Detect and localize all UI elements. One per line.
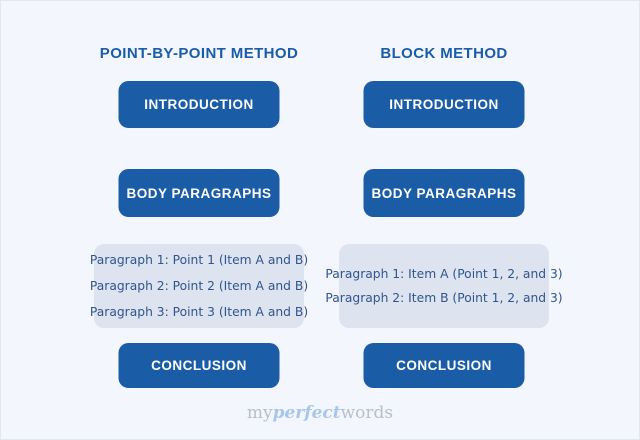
paragraph-panel-left: Paragraph 1: Point 1 (Item A and B) Para… bbox=[90, 244, 308, 328]
brand-watermark: myperfectwords bbox=[1, 403, 639, 423]
column-title-point-by-point: POINT-BY-POINT METHOD bbox=[99, 45, 299, 62]
paragraph-panel-right: Paragraph 1: Item A (Point 1, 2, and 3) … bbox=[325, 244, 563, 328]
watermark-words: words bbox=[340, 403, 394, 423]
introduction-box-left: INTRODUCTION bbox=[118, 81, 280, 128]
watermark-my: my bbox=[246, 403, 273, 423]
introduction-label-left: INTRODUCTION bbox=[144, 97, 254, 112]
paragraph-line: Paragraph 1: Item A (Point 1, 2, and 3) bbox=[325, 267, 563, 281]
body-paragraphs-label-right: BODY PARAGRAPHS bbox=[371, 185, 517, 201]
paragraph-line: Paragraph 1: Point 1 (Item A and B) bbox=[89, 253, 309, 267]
body-paragraphs-box-right: BODY PARAGRAPHS bbox=[363, 169, 525, 217]
column-block: BLOCK METHOD INTRODUCTION BODY PARAGRAPH… bbox=[325, 1, 563, 439]
paragraph-line: Paragraph 2: Point 2 (Item A and B) bbox=[89, 279, 309, 293]
column-point-by-point: POINT-BY-POINT METHOD INTRODUCTION BODY … bbox=[89, 1, 309, 439]
watermark-perfect: perfect bbox=[272, 403, 341, 423]
introduction-label-right: INTRODUCTION bbox=[389, 97, 499, 112]
conclusion-label-left: CONCLUSION bbox=[151, 358, 247, 373]
body-paragraphs-label-left: BODY PARAGRAPHS bbox=[126, 185, 272, 201]
paragraph-line: Paragraph 3: Point 3 (Item A and B) bbox=[89, 305, 309, 319]
conclusion-label-right: CONCLUSION bbox=[396, 358, 492, 373]
introduction-box-right: INTRODUCTION bbox=[363, 81, 525, 128]
paragraph-line: Paragraph 2: Item B (Point 1, 2, and 3) bbox=[325, 291, 563, 305]
column-title-block: BLOCK METHOD bbox=[380, 45, 508, 62]
conclusion-box-right: CONCLUSION bbox=[363, 343, 525, 388]
conclusion-box-left: CONCLUSION bbox=[118, 343, 280, 388]
body-paragraphs-box-left: BODY PARAGRAPHS bbox=[118, 169, 280, 217]
